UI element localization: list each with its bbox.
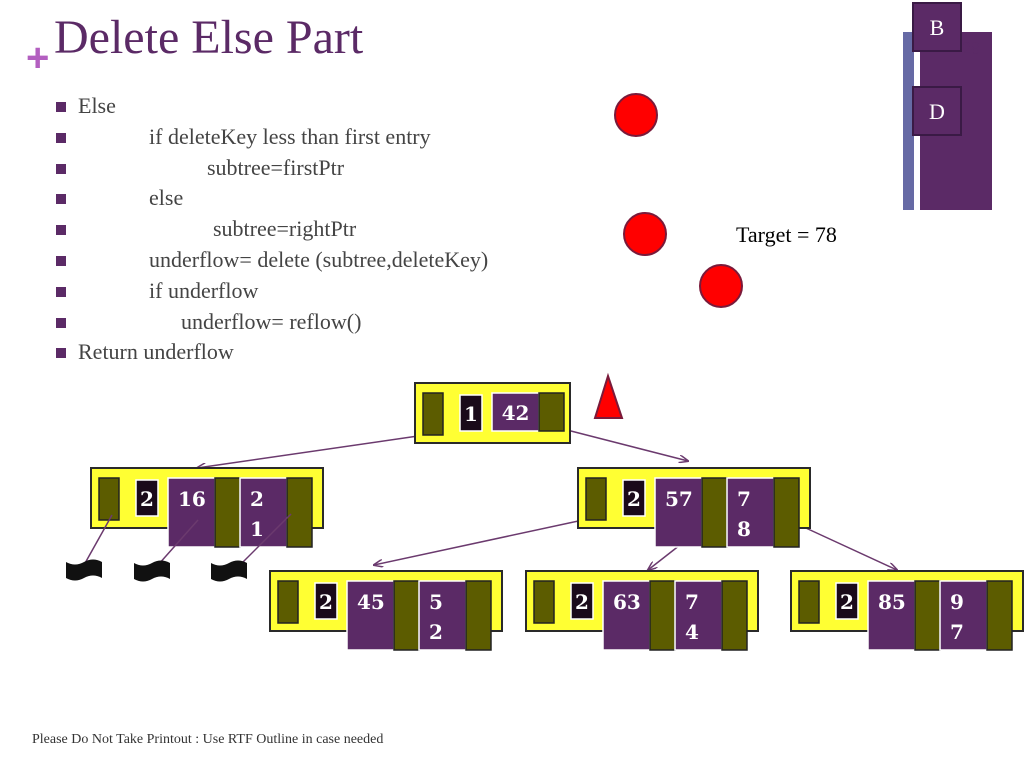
node-pointer <box>286 477 313 548</box>
node-key-box <box>239 477 288 548</box>
node-key: 63 <box>613 590 641 614</box>
node-pointer <box>914 580 941 651</box>
node-pointer <box>214 477 241 548</box>
node-count-box <box>135 479 159 517</box>
red-markers <box>593 93 743 419</box>
node-pointer <box>538 392 565 432</box>
null-pointer-line <box>157 519 199 566</box>
decor-bar-left <box>903 32 914 210</box>
null-pointer-line <box>239 513 292 566</box>
node-first-pointer <box>798 580 820 624</box>
node-key: 16 <box>178 487 206 511</box>
node-key-box <box>726 477 775 548</box>
bullet-square-icon <box>56 255 66 266</box>
node-count: 2 <box>319 590 333 614</box>
node-key-box <box>346 580 395 651</box>
null-pointer-icon <box>211 513 292 582</box>
bullet-square-icon <box>56 348 66 359</box>
null-block <box>134 560 170 582</box>
node-count-box <box>314 582 338 620</box>
node-count: 2 <box>627 487 641 511</box>
tree-node-root: 1 42 <box>414 382 571 444</box>
node-count: 2 <box>840 590 854 614</box>
node-first-pointer <box>533 580 555 624</box>
corner-box-b: B <box>912 2 962 52</box>
node-first-pointer <box>422 392 444 436</box>
node-key-box <box>674 580 723 651</box>
tree-edge-right-leaf3 <box>794 522 897 570</box>
tree-edge-right-leaf2 <box>648 544 681 570</box>
node-count-box <box>570 582 594 620</box>
node-pointer <box>986 580 1013 651</box>
node-pointer <box>701 477 728 548</box>
tree-edge-right-leaf1 <box>374 519 584 565</box>
red-circle-marker <box>623 212 667 256</box>
red-circle-marker <box>614 93 658 137</box>
null-pointer-line <box>83 514 113 566</box>
node-pointer <box>773 477 800 548</box>
plus-decoration: + <box>26 36 50 80</box>
bullet-square-icon <box>56 163 66 174</box>
null-block <box>211 560 247 582</box>
node-pointer <box>465 580 492 651</box>
null-block <box>66 559 102 581</box>
node-key: 42 <box>502 401 530 425</box>
node-count-box <box>835 582 859 620</box>
footer-note: Please Do Not Take Printout : Use RTF Ou… <box>32 732 384 747</box>
node-count: 1 <box>464 402 478 426</box>
null-pointer-icon <box>134 519 199 582</box>
node-pointer <box>721 580 748 651</box>
node-key-box <box>654 477 703 548</box>
target-label: Target = 78 <box>736 222 837 247</box>
node-count-box <box>459 394 483 432</box>
node-key-box <box>867 580 916 651</box>
bullet-square-icon <box>56 132 66 143</box>
node-count-box <box>622 479 646 517</box>
node-key-box <box>602 580 651 651</box>
bullet-square-icon <box>56 102 66 112</box>
bullet-square-icon <box>56 286 66 297</box>
node-pointer <box>393 580 420 651</box>
red-triangle-marker <box>593 372 624 419</box>
node-pointer <box>649 580 676 651</box>
node-key: 45 <box>357 590 385 614</box>
node-first-pointer <box>98 477 120 521</box>
node-key-box <box>491 392 540 432</box>
null-pointers <box>66 513 292 582</box>
node-key-box <box>939 580 988 651</box>
red-circle-marker <box>699 264 743 308</box>
slide-number: 28 <box>962 38 980 58</box>
node-count: 2 <box>575 590 589 614</box>
corner-box-d: D <box>912 86 962 136</box>
bullet-square-icon <box>56 225 66 236</box>
tree-edge-root-left <box>197 435 419 468</box>
tree-edge-root-right <box>566 429 688 461</box>
bullet-square-icon <box>56 317 66 328</box>
node-first-pointer <box>277 580 299 624</box>
node-count: 2 <box>140 487 154 511</box>
node-key: 57 <box>665 487 693 511</box>
null-pointer-icon <box>66 514 113 581</box>
bullet-square-icon <box>56 194 66 205</box>
node-key: 85 <box>878 590 906 614</box>
tree-edges <box>197 429 897 570</box>
node-first-pointer <box>585 477 607 521</box>
slide-title: Delete Else Part <box>54 11 364 64</box>
